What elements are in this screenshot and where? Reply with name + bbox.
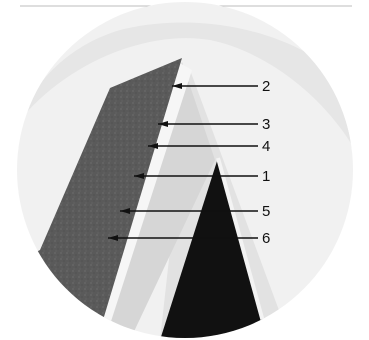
callout-label-2: 2 [262,78,270,95]
callout-label-5: 5 [262,203,270,220]
callout-label-4: 4 [262,138,270,155]
callout-label-6: 6 [262,230,270,247]
callout-label-3: 3 [262,116,270,133]
callout-label-1: 1 [262,168,270,185]
